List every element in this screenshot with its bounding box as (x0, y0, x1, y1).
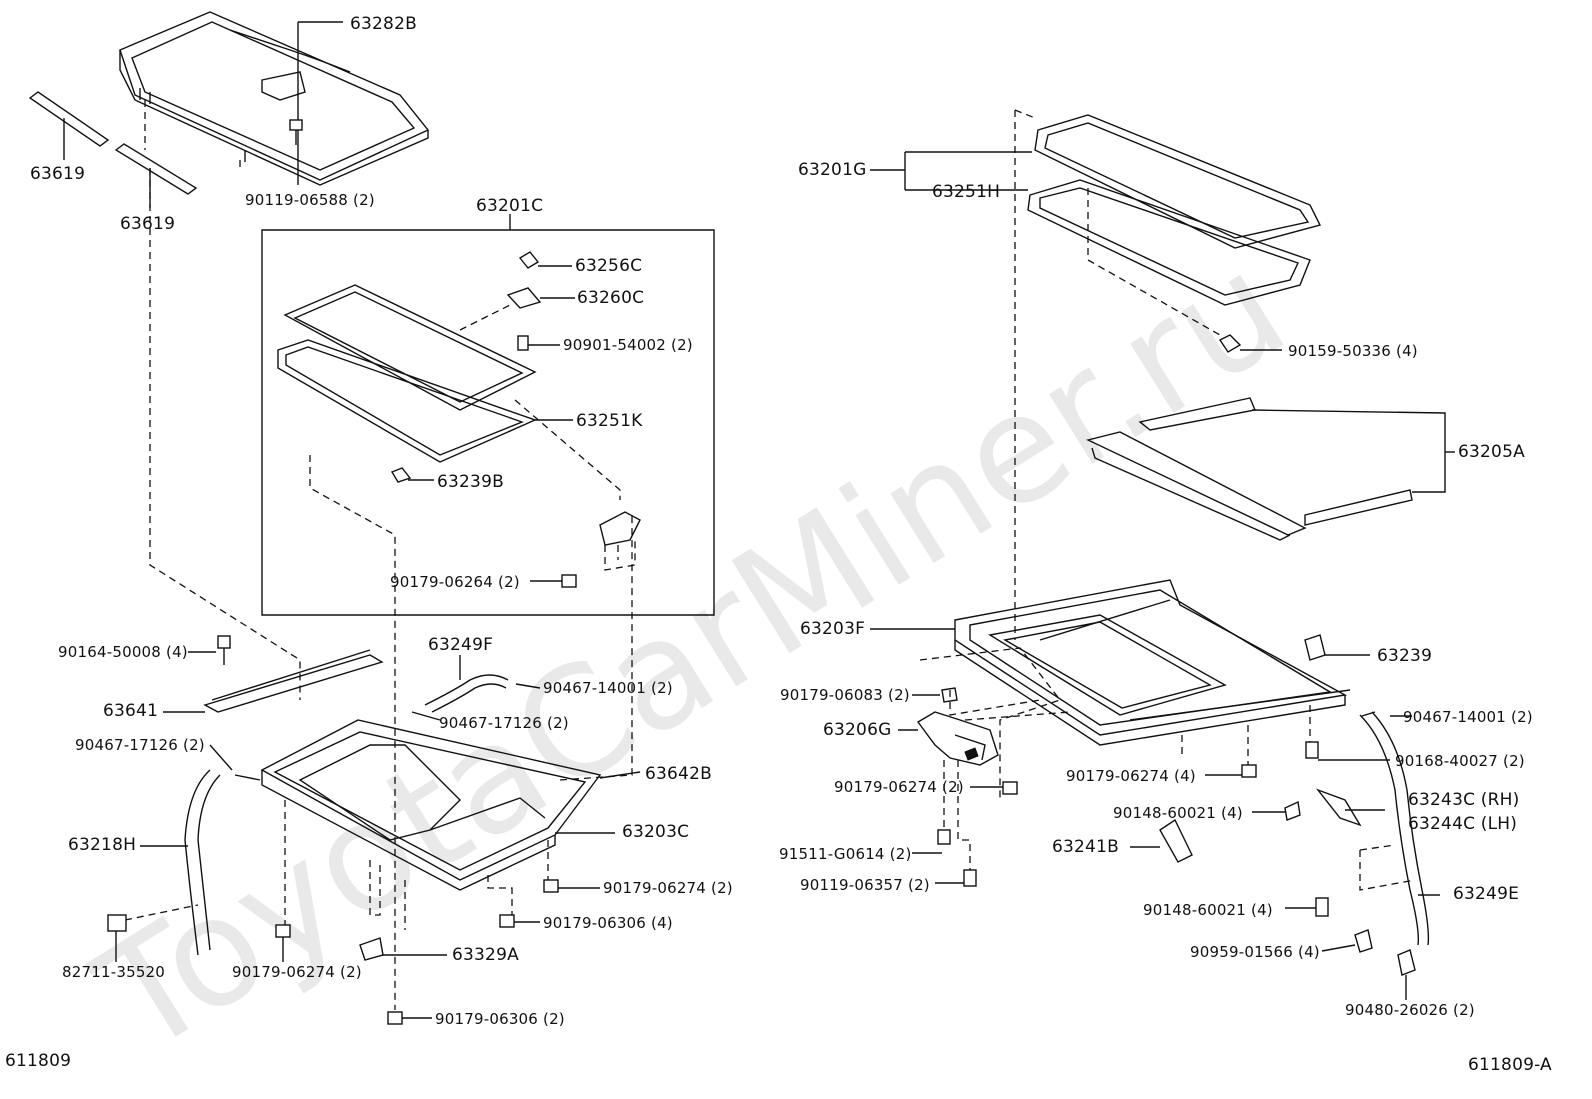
nut-90179-06274-c (1241, 764, 1257, 778)
label-63329A: 63329A (452, 945, 519, 965)
label-63249F: 63249F (428, 635, 494, 655)
label-90467-14001-left: 90467-14001 (2) (543, 679, 673, 697)
seal-63251H (1027, 179, 1311, 306)
nut-90179-06306-a (499, 914, 515, 928)
label-63239B: 63239B (437, 472, 504, 492)
label-90179-06264: 90179-06264 (2) (390, 573, 520, 591)
label-63619-b: 63619 (120, 214, 176, 234)
clip-82711-35520 (107, 914, 127, 932)
bolt-91511-G0614 (937, 829, 951, 845)
screw-90148-60021-a (1284, 800, 1301, 821)
clip-90959-01566 (1354, 929, 1373, 953)
screw-90148-60021-b (1315, 897, 1329, 917)
screw-90164-50008 (217, 635, 231, 649)
seal-63251K (277, 339, 537, 463)
label-63251H: 63251H (932, 182, 1001, 202)
clip-90179-06083 (941, 687, 958, 703)
label-63251K: 63251K (576, 411, 643, 431)
label-90467-17126-left: 90467-17126 (2) (75, 736, 205, 754)
nut-90179-06274-b (543, 879, 559, 893)
hose-63249E (1359, 714, 1420, 946)
label-90467-17126-right: 90467-17126 (2) (439, 714, 569, 732)
label-90148-60021-b: 90148-60021 (4) (1143, 901, 1273, 919)
label-90480-26026: 90480-26026 (2) (1345, 1001, 1475, 1019)
nut-90179-06264 (561, 574, 577, 588)
bolt-90168-40027 (1305, 741, 1319, 759)
label-90179-06274-d: 90179-06274 (2) (834, 778, 964, 796)
glass-panel-63201C (283, 284, 537, 411)
label-90179-06083: 90179-06083 (2) (780, 686, 910, 704)
label-63256C: 63256C (575, 256, 643, 276)
label-63241B: 63241B (1052, 837, 1119, 857)
label-63244C: 63244C (LH) (1408, 814, 1518, 834)
strip-63619-b (114, 143, 198, 195)
label-90164-50008: 90164-50008 (4) (58, 643, 188, 661)
label-63205A: 63205A (1458, 442, 1525, 462)
label-63206G: 63206G (823, 720, 892, 740)
label-90179-06274-a: 90179-06274 (2) (603, 879, 733, 897)
label-63641: 63641 (103, 701, 159, 721)
label-90119-06357: 90119-06357 (2) (800, 876, 930, 894)
label-63249E: 63249E (1453, 884, 1520, 904)
label-90959-01566: 90959-01566 (4) (1190, 943, 1320, 961)
diagram-id-right: 611809-A (1468, 1055, 1552, 1075)
clip-63239 (1304, 634, 1326, 661)
label-63282B: 63282B (350, 14, 417, 34)
label-63201C: 63201C (476, 196, 544, 216)
hose-63249F (424, 674, 509, 706)
hose-63218H (184, 769, 211, 956)
label-63619-a: 63619 (30, 164, 86, 184)
screw-90901-54002 (517, 335, 529, 351)
label-63203C: 63203C (622, 822, 690, 842)
frame-63203C (260, 719, 602, 891)
label-63243C: 63243C (RH) (1408, 790, 1520, 810)
glass-panel-63201G (1034, 114, 1322, 249)
clip-63329A (359, 937, 384, 961)
nut-90179-06306-b (387, 1011, 403, 1025)
label-90179-06306-b: 90179-06306 (2) (435, 1010, 565, 1028)
motor-63206G (916, 711, 999, 766)
label-91511-G0614: 91511-G0614 (2) (779, 845, 912, 863)
label-90179-06274-c: 90179-06274 (4) (1066, 767, 1196, 785)
bolt-90119-06357 (963, 869, 977, 887)
drain-plug-90480-26026 (1397, 949, 1416, 976)
rail-63641 (203, 654, 384, 713)
label-63239: 63239 (1377, 646, 1433, 666)
bolt-90119-06588 (289, 119, 303, 131)
strip-63619-a (28, 91, 110, 147)
diagram-id-left: 611809 (5, 1051, 72, 1071)
label-90179-06306-a: 90179-06306 (4) (543, 914, 673, 932)
nut-90179-06274-d (1002, 781, 1018, 795)
drive-cable-63205A (1085, 397, 1413, 541)
bracket-63260C (506, 287, 542, 309)
hinge-bracket (599, 511, 641, 546)
label-63218H: 63218H (68, 835, 137, 855)
label-63260C: 63260C (577, 288, 645, 308)
bracket-63241B (1159, 818, 1193, 863)
label-63642B: 63642B (645, 764, 712, 784)
label-90119-06588: 90119-06588 (2) (245, 191, 375, 209)
bracket-63256C (518, 251, 540, 269)
label-90168-40027: 90168-40027 (2) (1395, 752, 1525, 770)
clip-63239B (390, 467, 412, 483)
label-90901-54002: 90901-54002 (2) (563, 336, 693, 354)
label-90467-14001-right: 90467-14001 (2) (1403, 708, 1533, 726)
label-90159-50336: 90159-50336 (4) (1288, 342, 1418, 360)
bracket-63243C (1315, 788, 1362, 827)
housing-frame-63203F (954, 579, 1351, 746)
label-82711-35520: 82711-35520 (62, 963, 166, 981)
roof-housing-part (119, 11, 430, 186)
label-90148-60021-a: 90148-60021 (4) (1113, 804, 1243, 822)
label-63203F: 63203F (800, 619, 866, 639)
nut-90179-06274-a (275, 924, 291, 938)
label-90179-06274-b: 90179-06274 (2) (232, 963, 362, 981)
label-63201G: 63201G (798, 160, 867, 180)
box-63201C (261, 229, 715, 616)
clip-90159-50336 (1218, 334, 1242, 353)
